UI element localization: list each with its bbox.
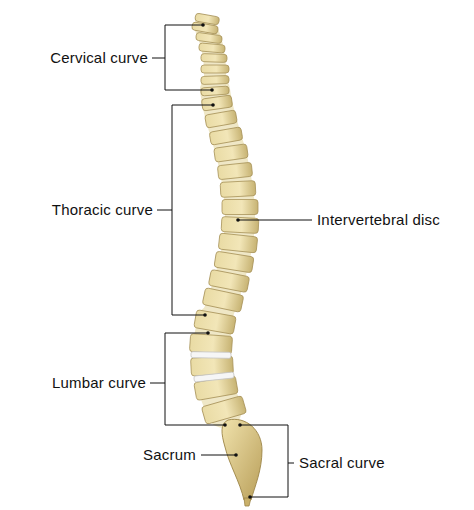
leader-dots	[201, 23, 252, 499]
lumbar-vertebrae	[189, 310, 246, 425]
region-label: Cervical curve	[50, 49, 148, 67]
region-label: Sacral curve	[299, 454, 385, 472]
part-label: Sacrum	[143, 446, 196, 464]
thoracic-vertebrae	[201, 95, 259, 312]
coccyx-bone	[244, 498, 251, 506]
brackets	[150, 25, 312, 497]
region-label: Lumbar curve	[52, 374, 146, 392]
region-label: Thoracic curve	[52, 201, 153, 219]
sacrum-bone	[222, 419, 262, 500]
part-label: Intervertebral disc	[317, 211, 440, 229]
lumbar-discs	[191, 352, 234, 382]
